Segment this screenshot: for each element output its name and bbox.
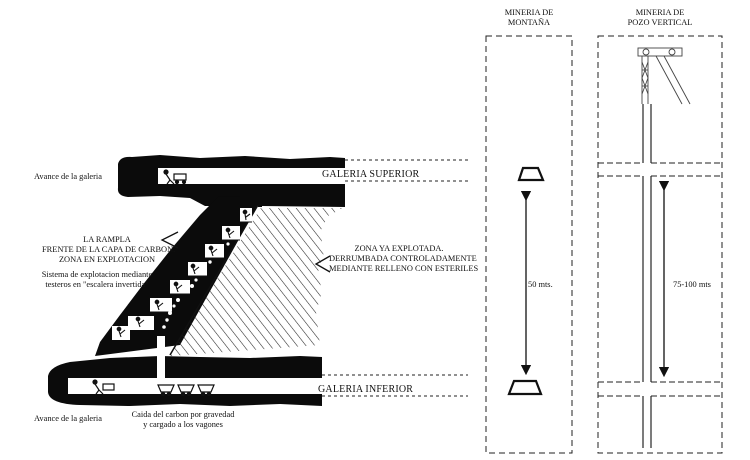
shaft-headframe (637, 47, 691, 105)
mountain-height-label: 50 mts. (527, 280, 554, 290)
lower-gallery-wagons (92, 379, 215, 397)
coal-seam-cross-section (48, 155, 468, 406)
upper-gallery-label: GALERIA SUPERIOR (322, 169, 420, 180)
gallery-extension-dashes (322, 159, 468, 397)
miners-on-steps (116, 209, 251, 338)
shaft-mining-panel (597, 35, 723, 454)
exploited-zone-boundary (169, 204, 259, 356)
exploited-zone-hatch (170, 206, 345, 356)
ramp-pointer-arrow (160, 231, 179, 249)
exploited-pointer-arrow (314, 255, 331, 273)
shaft-height-label: 75-100 mts (672, 280, 712, 290)
vertical-shaft (642, 104, 652, 448)
mountain-mining-title: MINERIA DE MONTAÑA (504, 8, 554, 27)
lower-gallery-label: GALERIA INFERIOR (318, 384, 414, 395)
coal-fall-label: Caida del carbon por gravedad y cargado … (131, 410, 235, 429)
upper-gallery-miner-cart (163, 169, 187, 185)
upper-gallery-tunnel (158, 168, 345, 184)
upper-tunnel-portal (517, 166, 545, 182)
exploited-zone-label: ZONA YA EXPLOTADA. DERRUMBADA CONTROLADA… (329, 244, 479, 273)
shaft-side-galleries (598, 162, 722, 397)
mountain-mining-frame (485, 35, 573, 454)
shaft-mining-frame (597, 35, 723, 454)
lower-gallery-tunnel (68, 378, 322, 394)
ramp-label: LA RAMPLA FRENTE DE LA CAPA DE CARBON. Z… (42, 235, 176, 264)
advance-top-label: Avance de la galeria (34, 172, 102, 181)
exploitation-system-label: Sistema de explotacion mediante testeros… (41, 270, 153, 289)
shaft-mining-title: MINERIA DE POZO VERTICAL (627, 8, 693, 27)
advance-bottom-label: Avance de la galeria (34, 414, 102, 423)
lower-tunnel-portal (507, 379, 543, 396)
falling-coal-chute (157, 242, 230, 378)
mountain-mining-panel (485, 35, 573, 454)
